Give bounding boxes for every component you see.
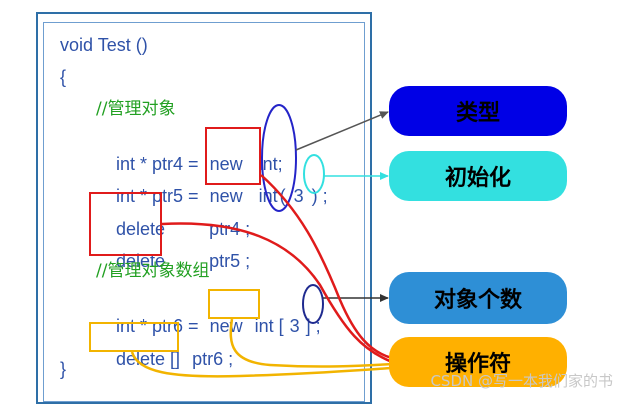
count-ellipse <box>302 284 324 324</box>
ptr5-end: ) ; <box>311 186 328 206</box>
ptr5-three: 3 <box>293 186 304 206</box>
ptr5-decl: int * ptr5 = <box>116 186 204 206</box>
ptr4-decl: int * ptr4 = <box>116 154 204 174</box>
operator-label: 操作符 <box>444 351 511 377</box>
ptr4-end: ; <box>277 154 283 174</box>
delete-ptr5-keyword: delete <box>116 251 166 271</box>
ptr6-three: 3 <box>289 316 300 336</box>
delete-operator-box <box>89 192 162 256</box>
init-label-pill: 初始化 <box>389 151 567 201</box>
type-label: 类型 <box>455 100 500 126</box>
ptr4-int: int <box>258 154 278 174</box>
red-curve-new <box>260 174 393 360</box>
count-label: 对象个数 <box>433 287 522 313</box>
code-line-delete-ptr5: delete ptr5 ; <box>96 228 250 294</box>
gold-curve-new-array <box>229 318 393 368</box>
delete-array-keyword: delete [] <box>116 349 181 369</box>
gold-curve-delete-array <box>130 351 393 378</box>
ptr6-new: new <box>209 316 243 336</box>
init-ellipse <box>303 154 325 194</box>
delete-ptr6-target: ptr6 ; <box>192 349 234 369</box>
type-ellipse <box>261 104 297 212</box>
init-label: 初始化 <box>444 165 511 191</box>
type-arrow <box>295 111 389 151</box>
ptr5-new: new <box>209 186 243 206</box>
code-comment-objects: //管理对象 <box>96 99 176 119</box>
ptr4-new: new <box>209 154 243 174</box>
code-line-delete-ptr6: delete [] ptr6 ; <box>96 326 233 392</box>
ptr6-end: ] ; <box>305 316 321 336</box>
ptr6-decl: int * ptr6 = <box>116 316 204 336</box>
operator-label-pill: 操作符 <box>389 337 567 387</box>
new-array-operator-box <box>208 289 260 319</box>
code-line-delete-ptr4: delete ptr4 ; <box>96 196 250 262</box>
code-line-close-brace: } <box>60 359 67 379</box>
delete-ptr4-target: ptr4 ; <box>209 219 251 239</box>
count-label-pill: 对象个数 <box>389 272 567 324</box>
delete-ptr5-target: ptr5 ; <box>209 251 251 271</box>
ptr6-int: int [ <box>254 316 284 336</box>
delete-ptr4-keyword: delete <box>116 219 166 239</box>
type-label-pill: 类型 <box>389 86 567 136</box>
watermark: CSDN @写一本我们家的书 <box>430 372 613 390</box>
code-line-signature: void Test () <box>60 35 148 55</box>
red-curve-delete <box>161 222 393 364</box>
code-comment-arrays: //管理对象数组 <box>96 261 210 281</box>
delete-array-operator-box <box>89 322 179 352</box>
code-line-open-brace: { <box>60 67 67 87</box>
code-frame-inner <box>43 22 365 402</box>
new-operator-box-ptr4-ptr5 <box>205 127 261 185</box>
code-line-ptr6: int * ptr6 = new int [3 ] ; <box>96 293 321 359</box>
